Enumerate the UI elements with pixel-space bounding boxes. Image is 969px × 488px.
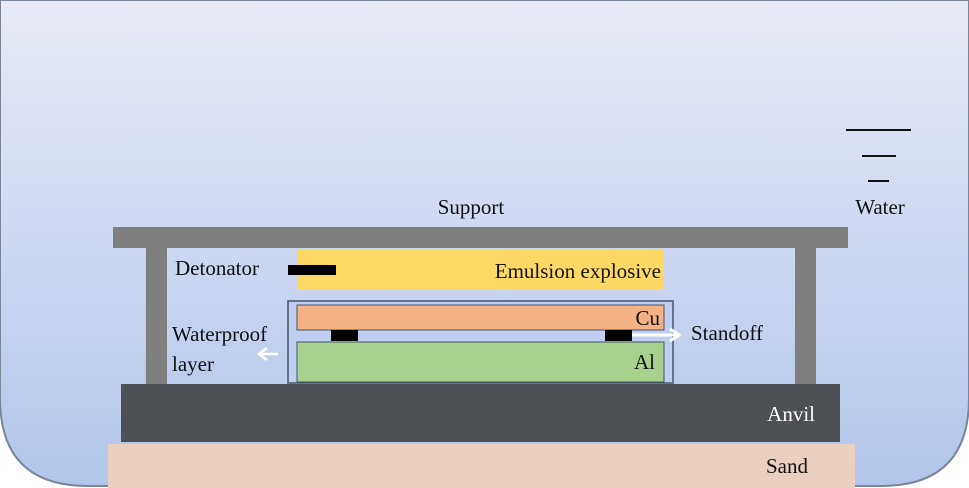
waterproof-label-line1: Waterproof xyxy=(172,322,267,346)
anvil-label: Anvil xyxy=(767,402,815,426)
standoff-label: Standoff xyxy=(691,321,763,345)
support-leg-right xyxy=(795,248,816,384)
waterproof-label-line2: layer xyxy=(172,352,214,376)
sand-label: Sand xyxy=(766,454,809,478)
standoff-spacer-left xyxy=(331,330,358,341)
waterproof-arrow-icon xyxy=(256,347,278,361)
detonator xyxy=(288,265,336,275)
water-label: Water xyxy=(855,195,905,219)
detonator-label: Detonator xyxy=(175,256,259,280)
emulsion-explosive xyxy=(297,249,664,290)
support-beam xyxy=(113,227,848,248)
cu-label: Cu xyxy=(635,306,660,330)
explosive-label: Emulsion explosive xyxy=(495,259,661,283)
standoff-spacer-right xyxy=(605,330,632,341)
water-symbol-icon xyxy=(846,129,911,182)
support-label: Support xyxy=(438,195,505,219)
sand xyxy=(108,444,855,488)
anvil xyxy=(121,384,840,442)
support-leg-left xyxy=(146,248,167,384)
al-base-plate xyxy=(296,341,665,383)
standoff-arrow-icon xyxy=(632,327,682,343)
cu-flyer-plate xyxy=(296,304,665,331)
al-label: Al xyxy=(634,350,655,374)
